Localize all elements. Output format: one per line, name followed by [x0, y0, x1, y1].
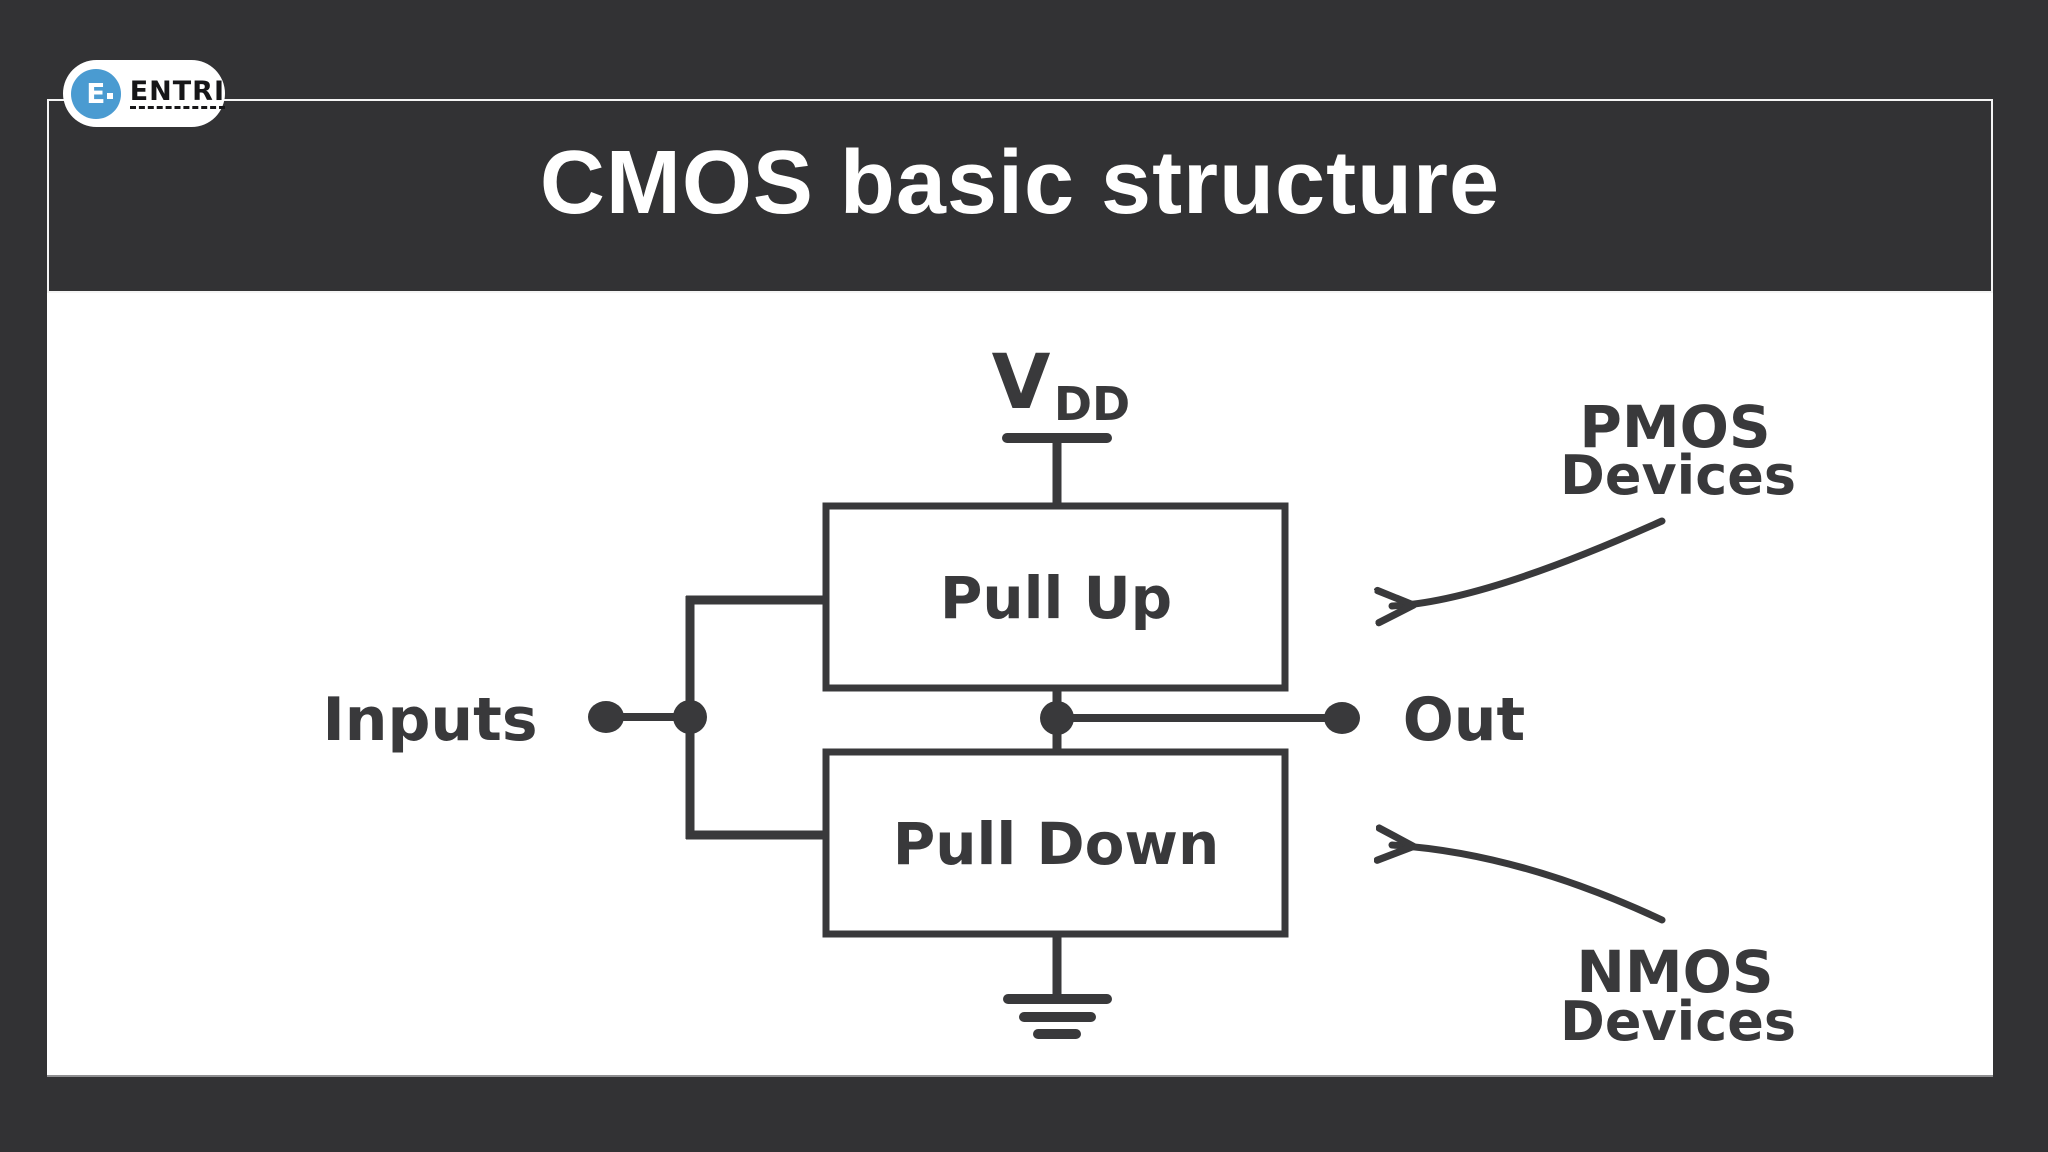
nmos-arrow — [1392, 845, 1666, 924]
slide-title: CMOS basic structure — [539, 132, 1501, 233]
output-node-dot — [1324, 702, 1360, 734]
pmos-devices-label-line2: Devices — [1560, 444, 1796, 507]
ground-icon — [1003, 994, 1112, 1039]
pull-up-label: Pull Up — [940, 564, 1172, 632]
output-junction-dot — [1040, 701, 1074, 735]
out-label: Out — [1403, 685, 1525, 755]
pull-up-box — [822, 502, 1289, 692]
entri-logo-mark: E — [86, 77, 106, 110]
input-junction-dot — [673, 700, 707, 734]
entri-logo: E ENTRI — [63, 60, 225, 127]
vdd-subscript-label: DD — [1054, 377, 1130, 431]
pull-down-label: Pull Down — [893, 810, 1220, 878]
input-node-dot — [588, 701, 624, 733]
entri-logo-dot-icon — [106, 92, 113, 99]
title-band: CMOS basic structure — [47, 99, 1993, 293]
entri-logo-icon: E — [71, 68, 121, 119]
pmos-devices-label-line1: PMOS — [1579, 393, 1770, 461]
pull-down-box — [822, 748, 1289, 938]
nmos-devices-label-line2: Devices — [1560, 990, 1796, 1053]
inputs-label: Inputs — [322, 685, 537, 755]
entri-logo-text: ENTRI — [129, 76, 225, 109]
pmos-arrow — [1392, 517, 1666, 606]
nmos-devices-label-line1: NMOS — [1576, 938, 1773, 1006]
vdd-label: V — [992, 337, 1051, 426]
